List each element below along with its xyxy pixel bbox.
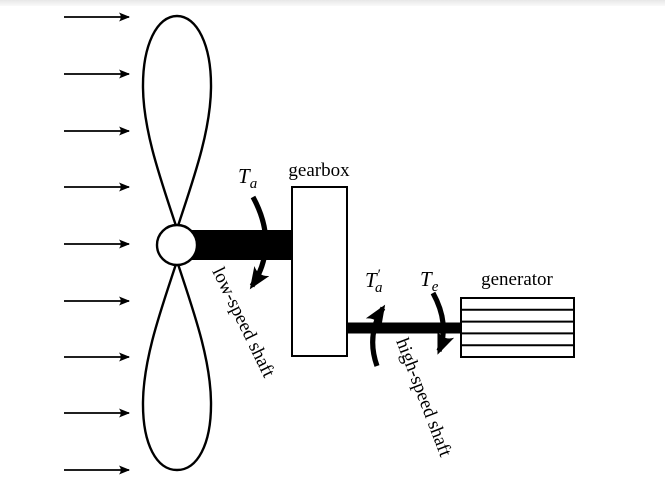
generator-outline <box>460 297 575 358</box>
torque-aero-hss-label: T′a <box>365 267 382 296</box>
wind-arrows <box>64 12 130 475</box>
generator-laminations <box>461 308 574 347</box>
gearbox-label: gearbox <box>288 160 350 181</box>
torque-aero-hss-arrow-icon <box>365 304 386 367</box>
low-speed-shaft-label: low-speed shaft <box>208 264 280 382</box>
rotor-hub <box>155 223 199 267</box>
generator-box <box>460 297 575 358</box>
torque-aero-arrow-icon <box>249 195 270 290</box>
rotor-blade-top <box>141 14 213 233</box>
gearbox-box <box>291 186 348 357</box>
torque-generator-arrow-icon <box>430 291 455 355</box>
torque-generator-label: Te <box>420 267 439 295</box>
high-speed-shaft <box>347 322 461 334</box>
rotor-blades <box>141 14 213 472</box>
torque-aero-label: Ta <box>238 164 257 192</box>
generator-label: generator <box>481 269 553 290</box>
rotor-blade-bottom <box>141 257 213 472</box>
high-speed-shaft-label: high-speed shaft <box>391 335 456 460</box>
screenshot-top-edge <box>0 0 665 6</box>
